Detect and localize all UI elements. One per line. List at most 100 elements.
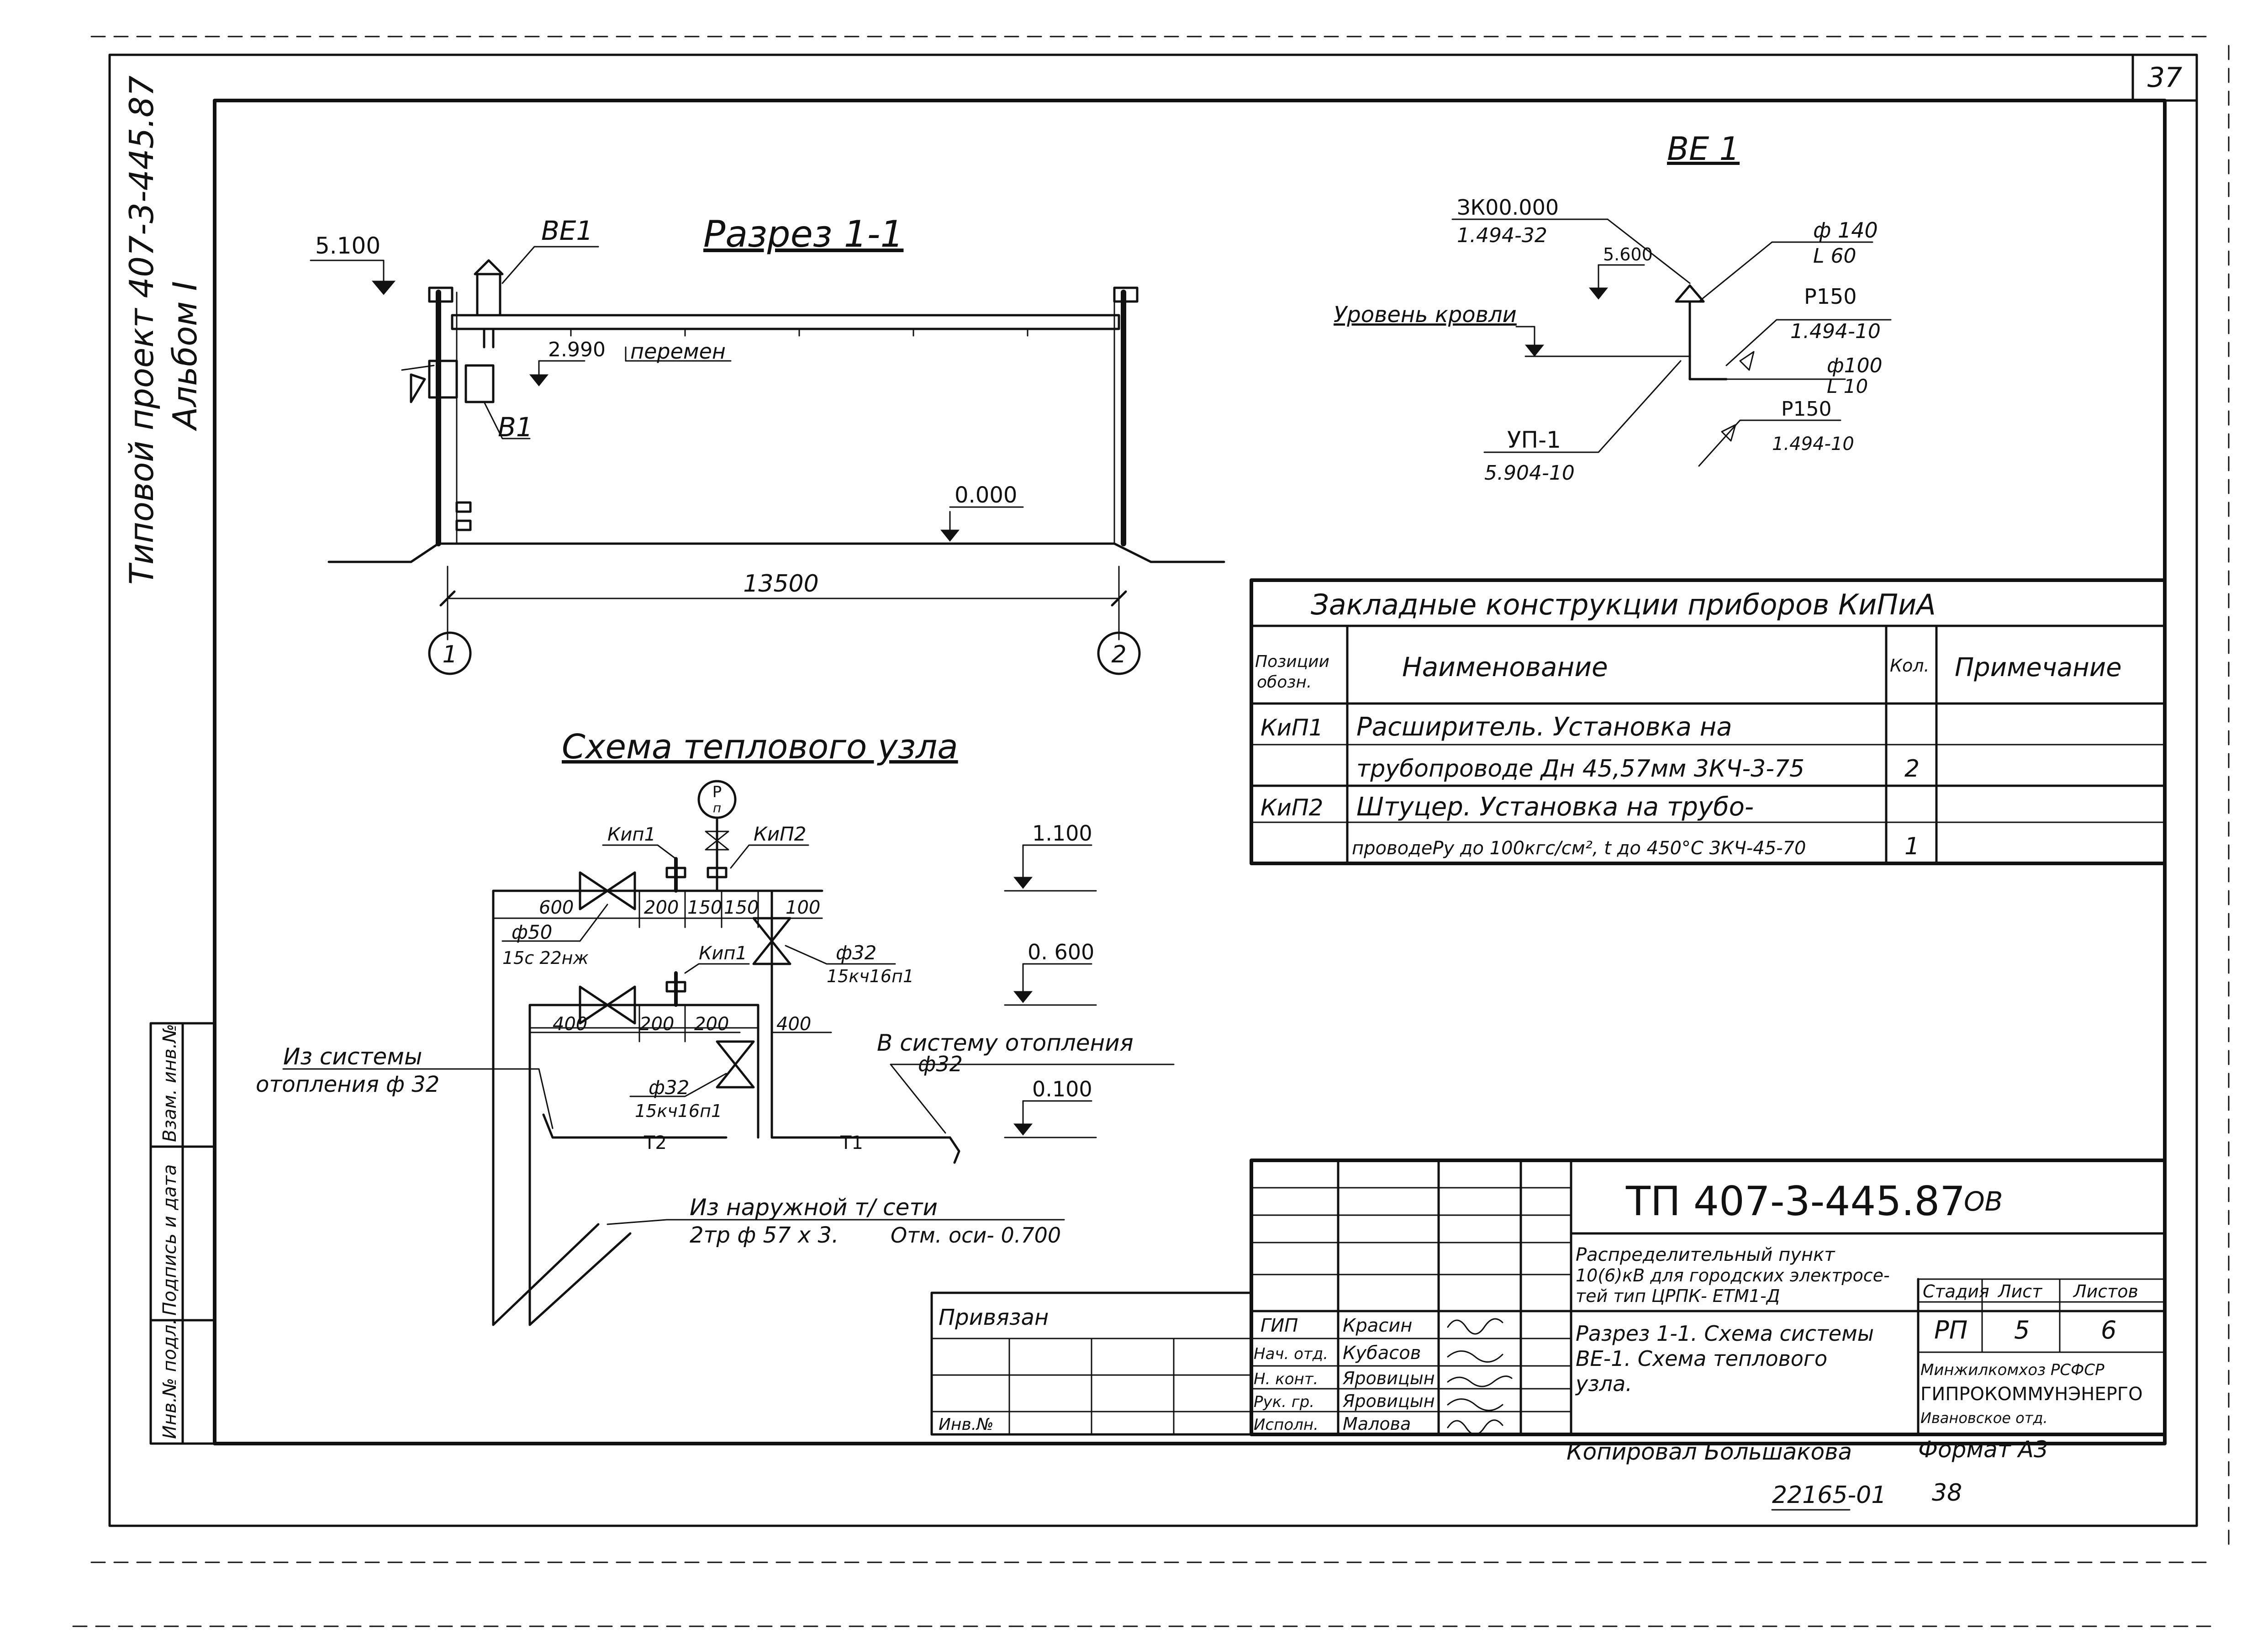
to-system-1: В систему отопления xyxy=(877,1030,1134,1056)
roof-level-label: Уровень кровли xyxy=(1334,302,1517,328)
d50-label: ф50 xyxy=(512,921,552,943)
level-5100: 5.100 xyxy=(315,233,380,259)
be1-l10: L 10 xyxy=(1827,375,1868,397)
format-label: Формат А3 xyxy=(1918,1436,2048,1463)
kip2-label: КиП2 xyxy=(754,823,806,845)
sheet-label: Лист xyxy=(1997,1281,2043,1301)
spec-row-3-name: Штуцер. Установка на трубо- xyxy=(1356,792,1754,822)
from-system-2: отопления ф 32 xyxy=(256,1072,439,1097)
signature-nach xyxy=(1447,1350,1503,1363)
spec-row-4-name: проводеРу до 100кгс/см², t до 450°С 3КЧ-… xyxy=(1352,838,1806,859)
side-stamp: Типовой проект 407-3-445.87 Альбом I Инв… xyxy=(122,75,216,1445)
sheet-title-2: ВЕ-1. Схема теплового xyxy=(1576,1346,1827,1371)
role-ispoln: Исполн. xyxy=(1254,1416,1319,1434)
dim-200a: 200 xyxy=(644,897,679,918)
spec-header-note: Примечание xyxy=(1955,653,2122,682)
kip1-low-label: Кип1 xyxy=(699,943,747,964)
org-1: Минжилкомхоз РСФСР xyxy=(1920,1361,2104,1379)
level-0000: 0.000 xyxy=(955,482,1017,508)
name-ispoln: Малова xyxy=(1343,1414,1411,1434)
stage-label: Стадия xyxy=(1923,1281,1989,1301)
be1-doc-b: 1.494-10 xyxy=(1772,434,1854,455)
org-2: ГИПРОКОММУНЭНЕРГО xyxy=(1920,1384,2143,1405)
be1-level: 5.600 xyxy=(1603,244,1653,265)
spec-row-3-pos: КиП2 xyxy=(1261,794,1323,821)
level-2990: 2.990 xyxy=(548,338,606,361)
album-side-label: Альбом I xyxy=(166,281,204,431)
name-ruk: Яровицын xyxy=(1342,1391,1435,1411)
from-system-1: Из системы xyxy=(283,1043,422,1070)
spec-row-4-qty: 1 xyxy=(1904,833,1920,860)
inv-podl-label: Инв.№ подл. xyxy=(159,1319,180,1439)
sheet-title-1: Разрез 1-1. Схема системы xyxy=(1576,1321,1874,1346)
name-nkont: Яровицын xyxy=(1342,1368,1435,1388)
be1-up1: УП-1 xyxy=(1507,427,1561,453)
spec-table: Закладные конструкции приборов КиПиА Поз… xyxy=(1250,578,2167,865)
title-block: ТП 407-3-445.87 ОВ Распределительный пун… xyxy=(930,1159,2167,1436)
role-nkont: Н. конт. xyxy=(1254,1370,1318,1388)
d32b-label: ф32 xyxy=(649,1076,689,1099)
order-sheet: 38 xyxy=(1932,1479,1962,1507)
project-side-label: Типовой проект 407-3-445.87 xyxy=(122,75,161,585)
spec-title: Закладные конструкции приборов КиПиА xyxy=(1311,588,1936,621)
gauge-p: P xyxy=(712,783,722,801)
level-1100: 1.100 xyxy=(1032,821,1092,846)
be1-ref-code: ЗК00.000 xyxy=(1457,195,1559,220)
spec-header-qty: Кол. xyxy=(1890,656,1930,676)
stage-value: РП xyxy=(1934,1316,1967,1344)
signature-ruk xyxy=(1447,1398,1503,1411)
project-desc-1: Распределительный пункт xyxy=(1576,1244,1835,1265)
v15kch16a-label: 15кч16п1 xyxy=(827,966,914,986)
doc-suffix: ОВ xyxy=(1964,1186,2003,1217)
signature-nkont xyxy=(1447,1375,1513,1387)
spec-row-1-pos: КиП1 xyxy=(1261,714,1323,741)
be1-doc-a: 1.494-10 xyxy=(1790,320,1881,343)
axis-1: 1 xyxy=(442,641,457,668)
footer: Копировал Большакова Формат А3 22165-01 … xyxy=(1567,1436,2048,1511)
sheet-value: 5 xyxy=(2014,1316,2030,1344)
section-mark-v1: В1 xyxy=(498,412,533,443)
sheet-title-3: узла. xyxy=(1575,1371,1632,1396)
spec-header-pos-2: обозн. xyxy=(1257,673,1312,692)
schema-title: Схема теплового узла xyxy=(562,727,958,767)
sheets-value: 6 xyxy=(2101,1316,2116,1344)
be1-l60: L 60 xyxy=(1813,244,1857,268)
level-note: перемен xyxy=(630,339,726,364)
dim-150a: 150 xyxy=(687,897,722,918)
level-0600: 0. 600 xyxy=(1028,940,1094,964)
v15c22-label: 15с 22нж xyxy=(502,948,589,968)
d32a-label: ф32 xyxy=(836,942,876,964)
heat-unit-schema: Схема теплового узла Т2 Т1 P п xyxy=(256,727,1175,1326)
dim-100: 100 xyxy=(786,897,820,918)
dim-400b: 400 xyxy=(776,1014,811,1035)
sheet-frame: 37 xyxy=(72,36,2230,1627)
copied-by: Копировал Большакова xyxy=(1567,1439,1852,1465)
be1-ref-doc: 1.494-32 xyxy=(1457,224,1547,247)
schema-t2: Т2 xyxy=(643,1132,667,1153)
section-title: Разрез 1-1 xyxy=(703,213,903,255)
be1-up1-doc: 5.904-10 xyxy=(1484,461,1575,485)
spec-header-name: Наименование xyxy=(1402,651,1608,682)
role-gip: ГИП xyxy=(1261,1315,1298,1336)
dim-400a: 400 xyxy=(553,1014,587,1035)
role-ruk: Рук. гр. xyxy=(1254,1393,1314,1411)
be1-d100: ф100 xyxy=(1827,354,1883,377)
section-mark-be1: ВЕ1 xyxy=(541,215,593,246)
level-0100: 0.100 xyxy=(1032,1077,1092,1101)
outer-network-2: 2тр ф 57 х 3. xyxy=(690,1222,839,1248)
dim-600: 600 xyxy=(539,897,574,918)
be1-title: ВЕ 1 xyxy=(1667,130,1740,168)
span-dimension: 13500 xyxy=(743,570,818,598)
signature-gip xyxy=(1447,1318,1503,1335)
sheet-number: 37 xyxy=(2147,62,2182,94)
role-nach: Нач. отд. xyxy=(1254,1345,1328,1363)
project-desc-3: тей тип ЦРПК- ЕТМ1-Д xyxy=(1576,1286,1780,1306)
spec-row-2-qty: 2 xyxy=(1904,755,1920,783)
be1-detail: ВЕ 1 ЗК00.000 1.494-32 5.600 Уровень кро… xyxy=(1334,130,1892,485)
schema-t1: Т1 xyxy=(840,1132,863,1153)
to-system-2: ф32 xyxy=(918,1052,963,1076)
privyazan-label: Привязан xyxy=(939,1305,1049,1330)
name-gip: Красин xyxy=(1343,1315,1412,1336)
vzam-inv-label: Взам. инв.№ xyxy=(159,1024,180,1142)
